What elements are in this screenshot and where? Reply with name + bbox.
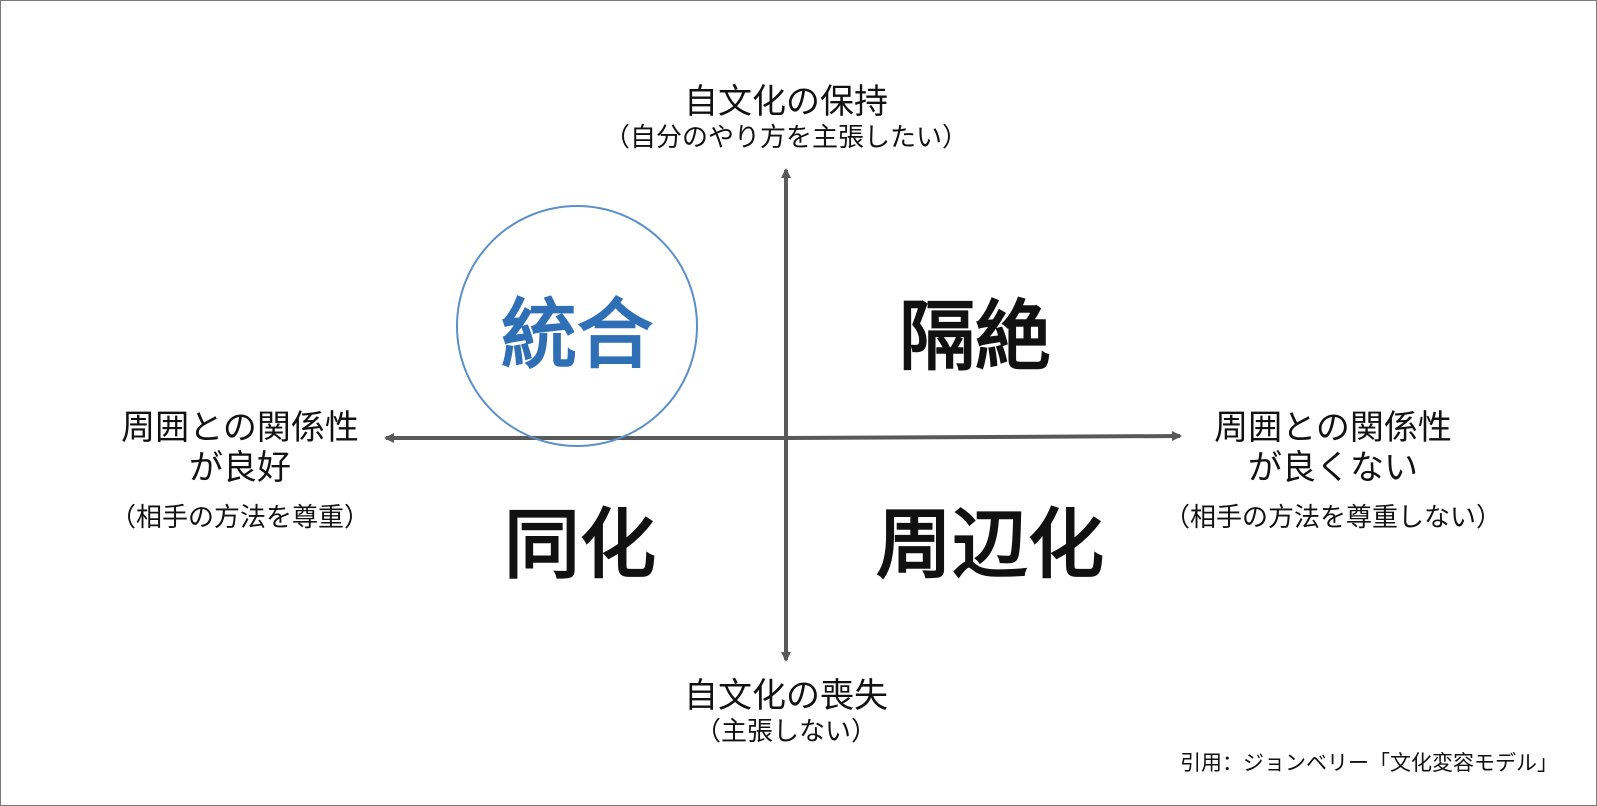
right-axis-label: 周囲との関係性 が良くない （相手の方法を尊重しない） xyxy=(1143,408,1523,534)
horizontal-axis-right xyxy=(785,431,1182,442)
right-axis-subtitle: （相手の方法を尊重しない） xyxy=(1163,503,1502,533)
left-axis-subtitle: （相手の方法を尊重） xyxy=(109,503,370,533)
right-axis-title-line1: 周囲との関係性 xyxy=(1214,408,1452,448)
right-axis-title-line2: が良くない xyxy=(1248,448,1418,488)
bottom-axis-label: 自文化の喪失 （主張しない） xyxy=(636,676,936,748)
quadrant-assimilation: 同化 xyxy=(504,500,656,589)
left-axis-title-line2: が良好 xyxy=(189,448,291,488)
quadrant-integration: 統合 xyxy=(501,290,653,379)
top-axis-subtitle: （自分のやり方を主張したい） xyxy=(603,123,968,153)
citation-text: 引用：ジョンベリー「文化変容モデル」 xyxy=(1180,751,1558,775)
top-axis-title: 自文化の保持 xyxy=(684,82,888,122)
top-axis-label: 自文化の保持 （自分のやり方を主張したい） xyxy=(586,82,986,154)
quadrant-marginalization: 周辺化 xyxy=(876,500,1104,589)
bottom-axis-subtitle: （主張しない） xyxy=(694,717,877,747)
left-axis-label: 周囲との関係性 が良好 （相手の方法を尊重） xyxy=(90,408,390,534)
bottom-axis-title: 自文化の喪失 xyxy=(684,676,888,716)
integration-highlight-circle xyxy=(456,205,698,447)
left-axis-title-line1: 周囲との関係性 xyxy=(121,408,359,448)
quadrant-separation: 隔絶 xyxy=(899,292,1051,381)
